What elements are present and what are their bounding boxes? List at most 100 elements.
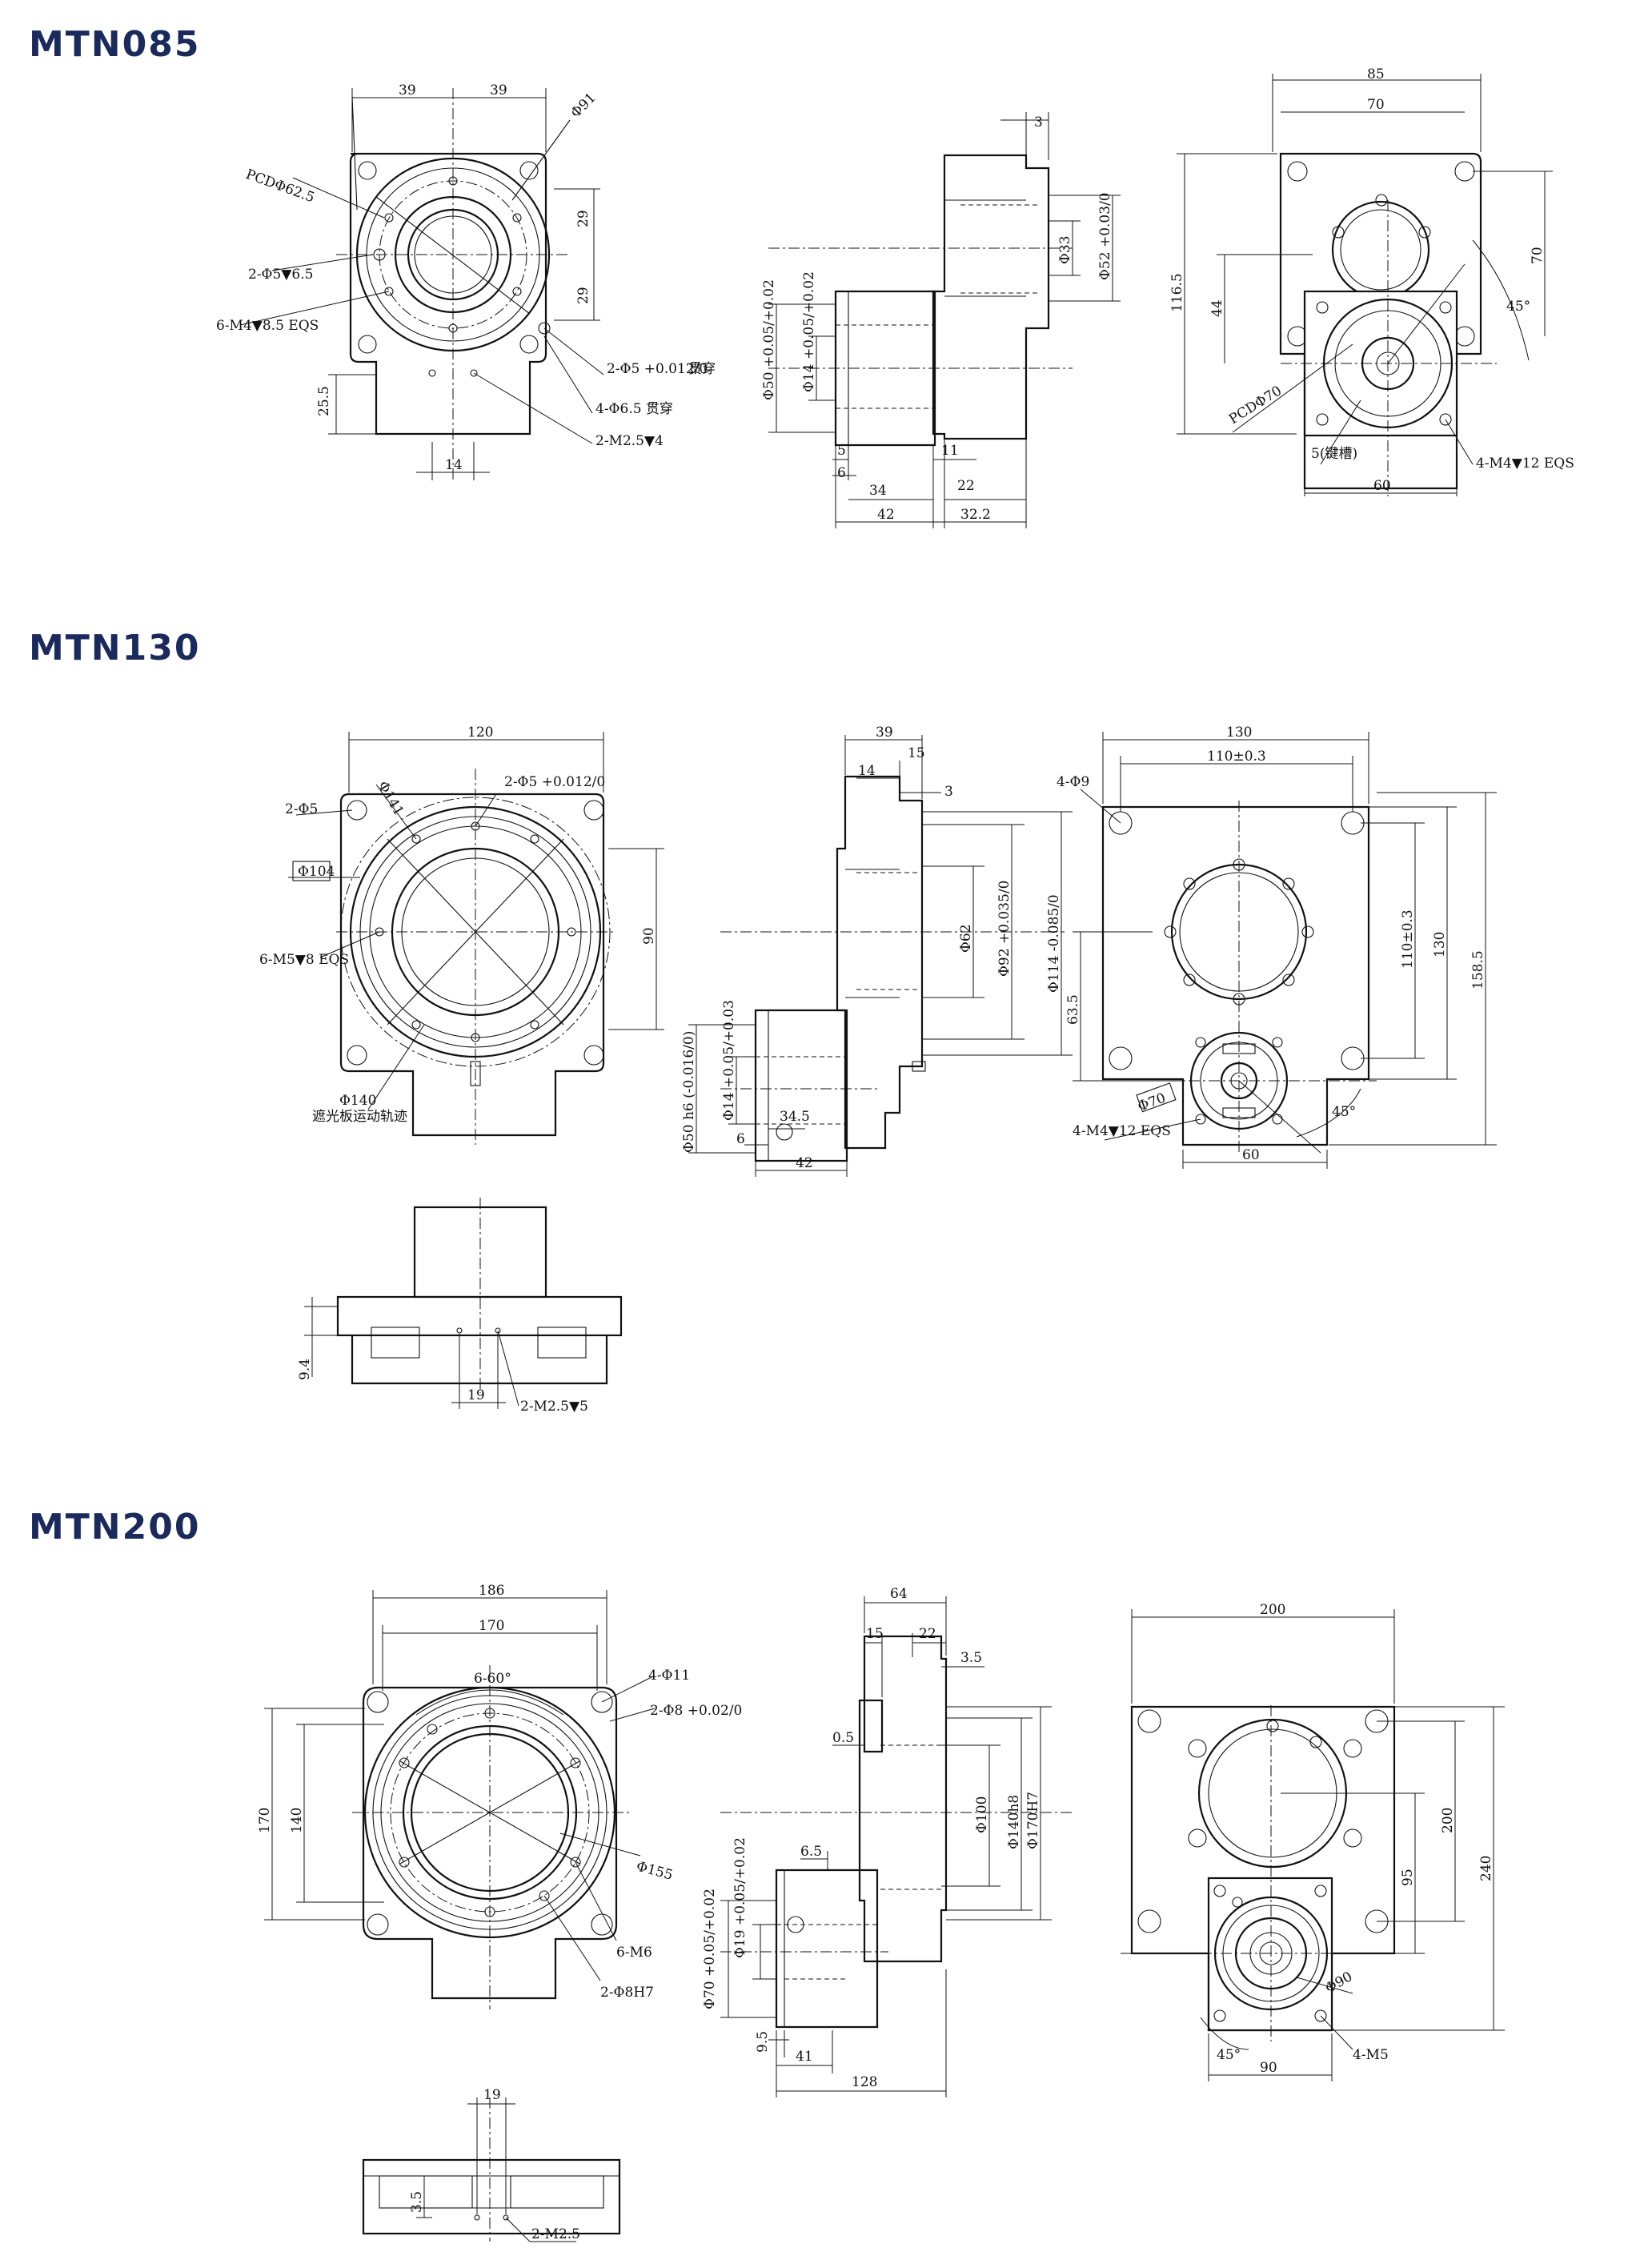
- dim-110-side: 110±0.3: [1400, 909, 1416, 969]
- dim-39-left: 39: [399, 82, 416, 98]
- dim-3: 3: [944, 784, 953, 800]
- dim-dia-33: Φ33: [1057, 235, 1073, 264]
- note-2-dia5: 2-Φ5: [285, 801, 318, 817]
- dim-9-5: 9.5: [755, 2031, 771, 2053]
- dim-3: 3: [1034, 114, 1043, 130]
- dim-6: 6: [837, 465, 846, 481]
- note-through: 贯穿: [688, 361, 716, 377]
- note-6-m4-eqs: 6-M4▼8.5 EQS: [216, 318, 319, 334]
- dim-dia-92: Φ92 +0.035/0: [996, 881, 1012, 977]
- dim-dia-141: Φ141: [375, 779, 407, 819]
- mtn085-back-view: 85 70 116.5 44 70 45° PCDΦ70 5(键槽) 4-M4▼…: [1169, 66, 1574, 496]
- dim-130-side: 130: [1432, 932, 1448, 957]
- dim-dia-14: Φ14 +0.05/+0.03: [721, 1000, 737, 1121]
- mtn130-bottom-view: 19 2-M2.5▼5 9.4: [297, 1198, 623, 1415]
- dim-90: 90: [641, 927, 657, 945]
- note-2-m2-5: 2-M2.5: [531, 2226, 580, 2242]
- dim-120: 120: [467, 725, 493, 741]
- dim-130-top: 130: [1226, 725, 1252, 741]
- dim-34: 34: [869, 483, 887, 499]
- dim-3-5: 3.5: [960, 1650, 982, 1666]
- note-4-dia9: 4-Φ9: [1057, 774, 1089, 790]
- dim-42: 42: [877, 507, 895, 523]
- note-4-dia6-5: 4-Φ6.5 贯穿: [595, 401, 673, 417]
- dim-60: 60: [1242, 1147, 1260, 1163]
- dim-85: 85: [1367, 66, 1385, 82]
- mtn085-front-view: 39 39 Φ91 PCDΦ62.5 29 29 2-Φ5▼6.5 6-M4▼8…: [216, 82, 716, 480]
- dim-200-side: 200: [1440, 1808, 1456, 1833]
- dim-6: 6: [736, 1131, 745, 1147]
- dim-29-bottom: 29: [575, 287, 591, 304]
- dim-39: 39: [876, 725, 893, 741]
- dim-dia-170h7: Φ170H7: [1025, 1792, 1041, 1849]
- mtn085-side-view: 3 Φ33 Φ52 +0.03/0 Φ50 +0.05/+0.02 Φ14 +0…: [761, 112, 1121, 528]
- note-keyway: 5(键槽): [1311, 446, 1357, 462]
- dim-95: 95: [1400, 1869, 1416, 1886]
- dim-70-right: 70: [1530, 247, 1546, 264]
- mtn200-front-view: 186 170 6-60° 4-Φ11 2-Φ8 +0.02/0 170 140…: [257, 1583, 742, 2009]
- dim-110-top: 110±0.3: [1207, 749, 1266, 765]
- dim-dia-140h8: Φ140h8: [1006, 1795, 1022, 1849]
- dim-0-5: 0.5: [832, 1730, 854, 1746]
- dim-186: 186: [479, 1583, 504, 1599]
- dim-22: 22: [919, 1626, 936, 1642]
- dim-45-deg: 45°: [1332, 1104, 1356, 1120]
- note-2-m2-5: 2-M2.5▼4: [595, 433, 664, 449]
- note-2-dia5-tol: 2-Φ5 +0.012/0: [504, 774, 605, 790]
- dim-dia-62: Φ62: [958, 924, 974, 953]
- dim-44: 44: [1209, 299, 1225, 317]
- model-title-mtn085: MTN085: [29, 24, 201, 65]
- dim-240: 240: [1478, 1856, 1494, 1881]
- mtn200-bottom-view: 19 3.5 2-M2.5: [362, 2087, 621, 2242]
- dim-dia-155: Φ155: [635, 1859, 675, 1884]
- dim-15: 15: [908, 745, 925, 761]
- note-4-m4-eqs: 4-M4▼12 EQS: [1073, 1123, 1171, 1139]
- dim-32-2: 32.2: [960, 507, 991, 523]
- dim-70-top: 70: [1367, 97, 1385, 113]
- note-4-m4-eqs: 4-M4▼12 EQS: [1476, 456, 1574, 472]
- dim-dia-100: Φ100: [974, 1796, 990, 1833]
- dim-63-5: 63.5: [1065, 994, 1081, 1025]
- dim-19: 19: [467, 1387, 485, 1403]
- dim-60: 60: [1373, 478, 1391, 494]
- note-4-dia11: 4-Φ11: [648, 1668, 690, 1684]
- dim-200-top: 200: [1260, 1602, 1285, 1618]
- dim-25-5: 25.5: [316, 386, 332, 416]
- note-2-dia8h7: 2-Φ8H7: [600, 1985, 654, 2001]
- dim-29-top: 29: [575, 210, 591, 227]
- dim-128: 128: [852, 2074, 877, 2090]
- model-title-mtn200: MTN200: [29, 1507, 201, 1547]
- mtn200-side-view: 64 15 22 3.5 0.5 6.5 Φ19 +0.05/+0.02 Φ70…: [702, 1586, 1073, 2097]
- dim-39-right: 39: [490, 82, 507, 98]
- note-4-m5: 4-M5: [1353, 2047, 1389, 2063]
- dim-dia-140: Φ140: [339, 1093, 376, 1109]
- note-2-dia5-tol: 2-Φ5 +0.012/0: [607, 361, 708, 377]
- dim-140: 140: [289, 1808, 305, 1833]
- dim-90: 90: [1260, 2060, 1277, 2076]
- dim-9-4: 9.4: [297, 1359, 313, 1380]
- dim-pcd-62-5: PCDΦ62.5: [243, 167, 316, 207]
- dim-64: 64: [890, 1586, 908, 1602]
- dim-pcd-70: PCDΦ70: [1226, 383, 1285, 428]
- dim-dia-50-h6: Φ50 h6 (-0.016/0): [681, 1031, 697, 1153]
- dim-170-top: 170: [479, 1618, 504, 1634]
- dim-dia-50: Φ50 +0.05/+0.02: [761, 279, 777, 400]
- dim-34-5: 34.5: [780, 1109, 810, 1125]
- model-title-mtn130: MTN130: [29, 628, 201, 668]
- dim-dia-19: Φ19 +0.05/+0.02: [732, 1837, 748, 1958]
- note-2-dia5-depth: 2-Φ5▼6.5: [248, 267, 313, 283]
- note-2-dia8: 2-Φ8 +0.02/0: [650, 1703, 742, 1719]
- note-2-m2-5: 2-M2.5▼5: [520, 1399, 588, 1415]
- dim-6-5: 6.5: [800, 1844, 822, 1860]
- dim-dia-104: Φ104: [298, 864, 335, 880]
- mtn130-back-view: 130 110±0.3 4-Φ9 110±0.3 130 158.5 63.5 …: [1057, 725, 1497, 1169]
- dim-dia-91: Φ91: [567, 90, 599, 121]
- dim-116-5: 116.5: [1169, 273, 1185, 312]
- dim-22: 22: [957, 478, 975, 494]
- dim-dia-70: Φ70 +0.05/+0.02: [702, 1889, 718, 2009]
- dim-158-5: 158.5: [1470, 950, 1486, 989]
- dim-dia-14: Φ14 +0.05/+0.02: [801, 271, 817, 392]
- mtn200-back-view: 200 200 240 95 Φ90 45° 4-M5 90: [1121, 1602, 1505, 2081]
- dim-15: 15: [866, 1626, 884, 1642]
